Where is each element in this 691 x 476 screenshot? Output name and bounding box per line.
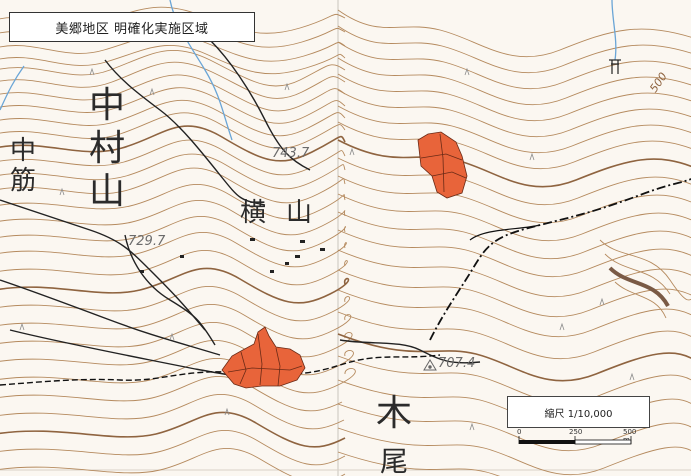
parcel[interactable] [417,131,468,199]
elevation-label-peak-c: 707.4 [438,356,476,371]
triangulation-point-icon [423,359,437,371]
scale-tick-250: 250 [569,428,583,436]
vegetation-symbol-icon [19,67,635,431]
boundary-branch [469,224,541,241]
parcel-group-north[interactable] [417,131,468,199]
map-title-box: 美郷地区 明確化実施区域 [9,12,255,42]
scale-label: 縮尺 1/10,000 [544,408,613,420]
elevation-label-peak-b: 729.7 [128,234,166,249]
map-title: 美郷地区 明確化実施区域 [55,21,209,37]
elevation-label-peak-a: 743.7 [272,146,310,161]
place-label-nakamurayama-3: 山 [89,171,126,212]
place-label-nakamurayama-1: 中 [89,85,126,126]
place-label-nakamurayama-2: 村 [89,128,126,169]
trails [0,39,481,376]
scale-bar-graphic [518,436,632,445]
building-symbols [140,238,325,273]
scale-bar: 0 250 500 m [515,428,645,456]
place-label-yokoyama-2: 山 [286,198,313,228]
place-label-yokoyama-1: 横 [240,198,267,228]
place-label-nakasuji-2: 筋 [10,166,37,196]
scale-label-box: 縮尺 1/10,000 [507,396,650,428]
scale-tick-0: 0 [517,428,522,436]
parcel-group-south[interactable] [221,326,306,389]
parcel[interactable] [221,326,306,389]
shrine-icon [609,59,621,74]
place-label-nakasuji-1: 中 [10,136,37,166]
place-label-ki: 木 [376,393,413,434]
index-contours [0,125,691,448]
place-label-bottom: 尾 [380,448,409,476]
